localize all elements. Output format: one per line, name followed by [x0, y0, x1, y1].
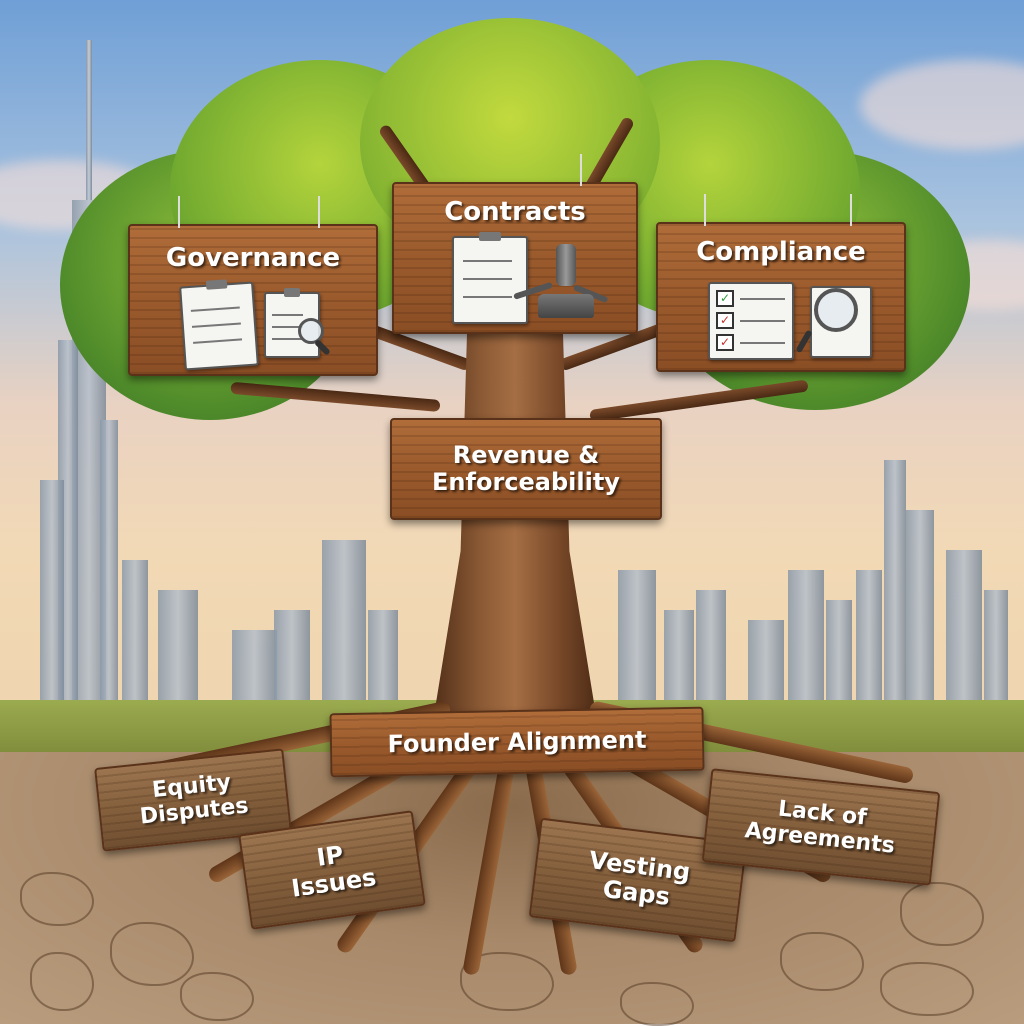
checklist-icon: ✓ ✓ ✓	[708, 282, 794, 360]
clipboard-icon	[179, 279, 259, 371]
sign-lack-line2: Agreements	[743, 818, 896, 859]
sign-founder-alignment-label: Founder Alignment	[387, 725, 647, 758]
sign-contracts-label: Contracts	[444, 197, 586, 227]
sign-founder-alignment: Founder Alignment	[329, 706, 705, 778]
sign-compliance-label: Compliance	[696, 237, 866, 267]
sign-compliance: Compliance ✓ ✓ ✓	[656, 194, 906, 372]
cloud	[860, 60, 1024, 150]
sign-vesting-line2: Gaps	[601, 874, 672, 911]
document-icon	[452, 232, 528, 324]
magnifier-icon	[814, 288, 858, 332]
sign-governance-label: Governance	[165, 243, 341, 273]
sign-revenue-enforceability: Revenue & Enforceability	[390, 418, 662, 520]
sign-revenue-line2: Enforceability	[432, 468, 620, 496]
sign-governance: Governance	[128, 196, 378, 376]
sign-ip-line2: Issues	[289, 863, 378, 903]
sign-contracts: Contracts	[392, 154, 638, 334]
sign-revenue-line1: Revenue &	[452, 441, 600, 470]
